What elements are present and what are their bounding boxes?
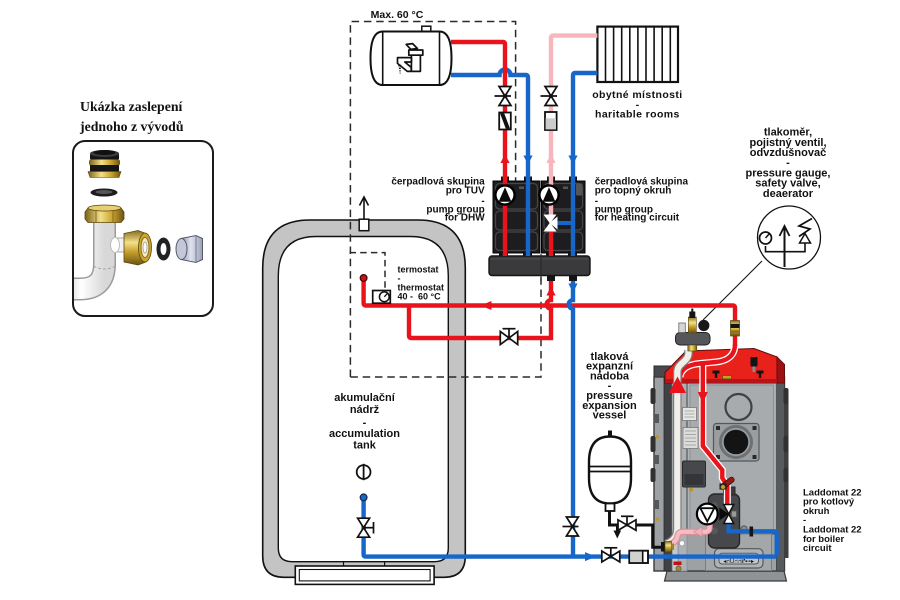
svg-text:for heating circuit: for heating circuit: [595, 213, 680, 224]
svg-text:akumulační: akumulační: [334, 392, 395, 404]
svg-text:vessel: vessel: [593, 410, 627, 422]
svg-text:-: -: [481, 196, 484, 207]
svg-text:haritable rooms: haritable rooms: [595, 109, 680, 121]
svg-text:tlakoměr,: tlakoměr,: [764, 127, 812, 139]
svg-text:-: -: [608, 380, 612, 392]
svg-text:deaerator: deaerator: [763, 188, 814, 200]
svg-text:pump group: pump group: [426, 204, 484, 215]
svg-text:pojistný ventil,: pojistný ventil,: [749, 137, 826, 149]
svg-text:Laddomat 22: Laddomat 22: [803, 487, 862, 498]
svg-text:thermostat: thermostat: [398, 283, 445, 293]
svg-text:◂⑁U⑁⑁⑈⊷▸: ◂⑁U⑁⑁⑈⊷▸: [723, 558, 754, 565]
svg-text:expanzní: expanzní: [586, 361, 634, 373]
svg-text:for boiler: for boiler: [803, 534, 844, 545]
svg-text:for DHW: for DHW: [445, 213, 486, 224]
svg-text:pressure: pressure: [586, 390, 632, 402]
svg-text:pressure gauge,: pressure gauge,: [746, 167, 831, 179]
svg-text:okruh: okruh: [803, 506, 830, 517]
svg-text:circuit: circuit: [803, 543, 832, 554]
svg-text:čerpadlová skupina: čerpadlová skupina: [595, 176, 689, 187]
svg-text:-: -: [363, 417, 367, 429]
svg-text:termostat: termostat: [398, 265, 439, 275]
svg-text:Laddomat 22: Laddomat 22: [803, 525, 862, 536]
svg-text:pump group: pump group: [595, 204, 653, 215]
svg-text:Ukázka zaslepení: Ukázka zaslepení: [80, 99, 182, 114]
svg-text:nádoba: nádoba: [590, 370, 630, 382]
svg-text:safety valve,: safety valve,: [755, 178, 820, 190]
svg-text:40 - 60 °C: 40 - 60 °C: [398, 292, 442, 302]
svg-text:expansion: expansion: [582, 400, 637, 412]
svg-text:pro TUV: pro TUV: [446, 186, 485, 197]
svg-text:-: -: [636, 99, 640, 111]
svg-text:čerpadlová skupina: čerpadlová skupina: [391, 176, 485, 187]
svg-text:obytné místnosti: obytné místnosti: [592, 89, 682, 101]
svg-text:pro kotlový: pro kotlový: [803, 497, 855, 508]
svg-text:nádrž: nádrž: [350, 404, 380, 416]
svg-text:-: -: [398, 274, 401, 284]
svg-text:jednoho z vývodů: jednoho z vývodů: [79, 119, 184, 134]
svg-text:-: -: [786, 157, 790, 169]
svg-text:Max. 60 °C: Max. 60 °C: [371, 9, 424, 21]
svg-text:-: -: [595, 196, 598, 207]
svg-text:-: -: [803, 515, 806, 526]
svg-text:pro topný okruh: pro topný okruh: [595, 186, 672, 197]
svg-text:accumulation: accumulation: [329, 428, 400, 440]
svg-text:odvzdušnovač: odvzdušnovač: [750, 147, 826, 159]
svg-text:tlaková: tlaková: [591, 351, 630, 363]
svg-text:tank: tank: [353, 439, 377, 451]
